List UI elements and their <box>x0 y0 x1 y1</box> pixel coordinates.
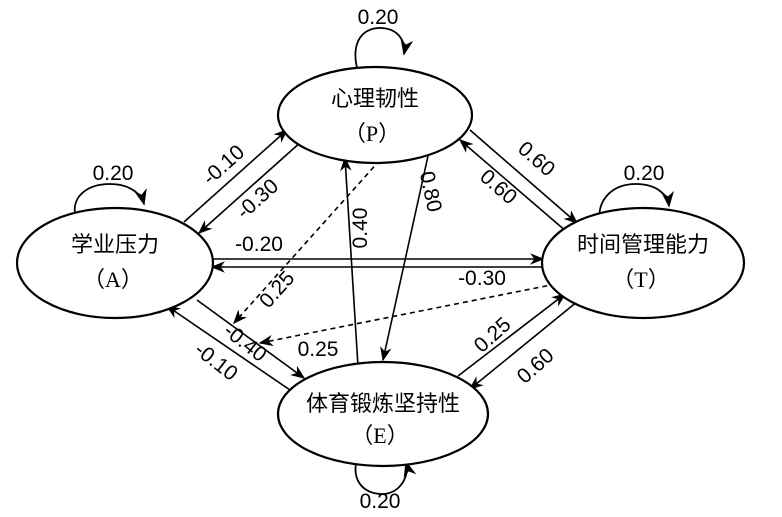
node-e: 体育锻炼坚持性 （E） <box>276 360 490 468</box>
edge-p-to-a <box>197 140 303 234</box>
self-loop-e-label: 0.20 <box>360 490 401 513</box>
edge-t-to-e-label: 0.60 <box>513 344 559 388</box>
self-loop-p-label: 0.20 <box>358 6 399 29</box>
edge-t-to-e <box>468 300 579 390</box>
self-loop-e <box>354 449 417 495</box>
self-loop-p <box>354 27 414 87</box>
node-a-name: 学业压力 <box>71 232 159 257</box>
edge-p-dashed-label: 0.25 <box>255 267 299 313</box>
self-loop-a <box>73 183 147 219</box>
edge-a-to-e <box>196 299 306 379</box>
edge-e-to-t <box>457 293 567 377</box>
self-loop-a-label: 0.20 <box>93 162 134 185</box>
node-p-name: 心理韧性 <box>331 86 419 111</box>
edge-t-to-p <box>458 139 568 233</box>
edge-e-to-p-label: 0.40 <box>349 208 372 249</box>
self-loop-t <box>598 183 674 225</box>
node-e-code: （E） <box>351 423 408 448</box>
edge-a-to-t-label: -0.20 <box>235 233 283 256</box>
edge-p-to-a-label: -0.30 <box>232 175 283 224</box>
edge-t-to-p-label: 0.60 <box>475 165 521 209</box>
edge-p-to-e-label: 0.80 <box>415 169 446 214</box>
edge-p-to-t <box>469 129 579 224</box>
edge-t-to-a-label: -0.30 <box>458 267 506 290</box>
edge-a-to-p-label: -0.10 <box>198 141 249 190</box>
edge-e-to-p <box>340 156 359 367</box>
edge-e-to-a <box>165 305 291 391</box>
edge-p-to-e <box>380 155 429 362</box>
node-p-code: （P） <box>344 121 400 146</box>
node-t-name: 时间管理能力 <box>577 232 709 257</box>
node-e-name: 体育锻炼坚持性 <box>306 391 460 416</box>
edge-a-to-p <box>183 129 289 223</box>
node-a-code: （A） <box>83 267 143 292</box>
node-a: 学业压力 （A） <box>15 206 215 320</box>
self-loop-t-label: 0.20 <box>624 162 665 185</box>
node-t: 时间管理能力 （T） <box>540 206 746 320</box>
node-t-code: （T） <box>612 267 669 292</box>
edge-e-to-t-label: 0.25 <box>470 313 516 357</box>
edge-p-dashed <box>233 159 381 325</box>
node-p: 心理韧性 （P） <box>276 65 474 165</box>
edge-t-dashed-label: 0.25 <box>298 338 339 361</box>
